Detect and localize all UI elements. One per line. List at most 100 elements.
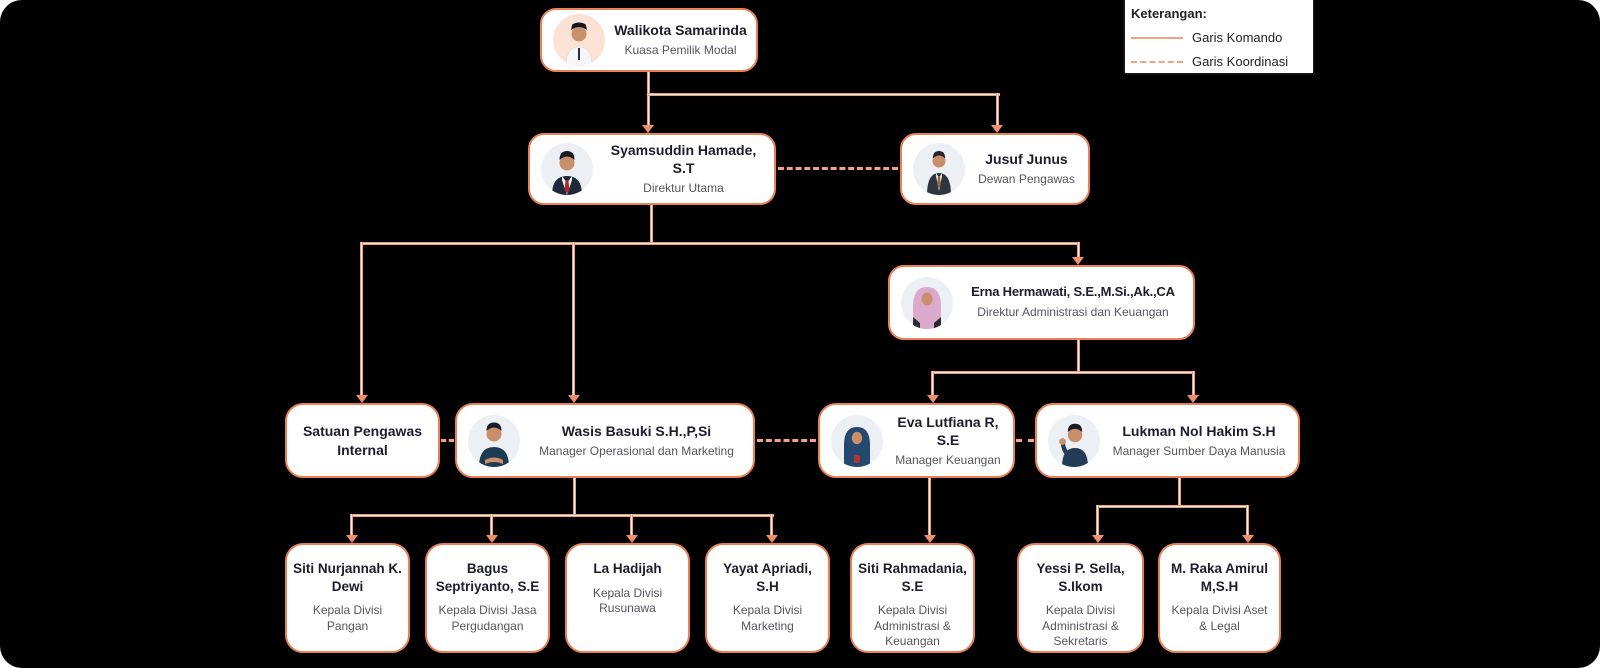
person-name: La Hadijah <box>593 561 662 576</box>
person-name: Yessi P. Sella, S.Ikom <box>1036 561 1125 594</box>
garis-komando-segment <box>996 93 999 125</box>
garis-komando-segment <box>360 242 1080 245</box>
arrow-down-icon <box>1072 257 1084 265</box>
org-node-kepala-divisi-pangan: Siti Nurjannah K. Dewi Kepala Divisi Pan… <box>285 543 410 653</box>
person-name: Walikota Samarinda <box>614 22 747 39</box>
org-node-kepala-divisi-marketing: Yayat Apriadi, S.H Kepala Divisi Marketi… <box>705 543 830 653</box>
legend-label: Garis Koordinasi <box>1192 54 1289 69</box>
arrow-down-icon <box>486 535 498 543</box>
arrow-down-icon <box>642 125 654 133</box>
person-role: Manager Keuangan <box>895 452 1001 467</box>
person-name: Syamsuddin Hamade, S.T <box>610 142 757 177</box>
legend-label: Garis Komando <box>1192 30 1283 45</box>
org-node-direktur-utama: Syamsuddin Hamade, S.T Direktur Utama <box>528 133 776 205</box>
solid-line-icon <box>1131 36 1183 39</box>
unit-name: Satuan Pengawas Internal <box>302 423 423 458</box>
garis-komando-segment <box>770 514 773 536</box>
org-node-satuan-pengawas-internal: Satuan Pengawas Internal <box>285 403 440 478</box>
garis-komando-segment <box>1077 242 1080 258</box>
person-photo-dewan-pengawas <box>913 143 965 195</box>
arrow-down-icon <box>991 125 1003 133</box>
person-name: Eva Lutfiana R, S.E <box>897 413 999 448</box>
person-photo-direktur-utama <box>541 143 593 195</box>
person-role: Manager Operasional dan Marketing <box>539 443 734 458</box>
person-photo-direktur-administrasi <box>901 276 953 329</box>
person-photo-manager-operasional <box>468 414 520 467</box>
arrow-down-icon <box>927 395 939 403</box>
arrow-down-icon <box>568 395 580 403</box>
garis-komando-segment <box>647 93 1000 96</box>
org-node-manager-keuangan: Eva Lutfiana R, S.E Manager Keuangan <box>818 403 1015 478</box>
garis-komando-segment <box>350 514 774 517</box>
person-role: Kepala Divisi Rusunawa <box>592 585 663 616</box>
org-node-dewan-pengawas: Jusuf Junus Dewan Pengawas <box>900 133 1090 205</box>
garis-koordinasi-segment <box>1016 439 1034 442</box>
arrow-down-icon <box>766 535 778 543</box>
arrow-down-icon <box>356 395 368 403</box>
person-photo-walikota <box>553 14 605 66</box>
person-role: Manager Sumber Daya Manusia <box>1112 443 1286 458</box>
person-name: Erna Hermawati, S.E.,M.Si.,Ak.,CA <box>971 284 1175 300</box>
garis-komando-segment <box>630 514 633 536</box>
person-name: Wasis Basuki S.H.,P,Si <box>561 422 712 439</box>
person-name: M. Raka Amirul M,S.H <box>1170 561 1269 594</box>
person-texts: Eva Lutfiana R, S.E Manager Keuangan <box>883 413 1013 469</box>
arrow-down-icon <box>1187 395 1199 403</box>
garis-komando-segment <box>572 242 575 395</box>
org-node-kepala-divisi-administrasi-keuangan: Siti Rahmadania, S.E Kepala Divisi Admin… <box>850 543 975 653</box>
person-photo-manager-sdm <box>1048 414 1100 467</box>
person-role: Kepala Divisi Aset & Legal <box>1171 603 1268 633</box>
garis-komando-segment <box>928 478 931 536</box>
person-role: Direktur Administrasi dan Keuangan <box>977 305 1169 320</box>
dashed-line-icon <box>1131 60 1183 63</box>
legend-item-koordinasi: Garis Koordinasi <box>1131 54 1313 69</box>
garis-komando-segment <box>573 478 576 514</box>
org-node-kepala-divisi-jasa-pergudangan: Bagus Septriyanto, S.E Kepala Divisi Jas… <box>425 543 550 653</box>
garis-komando-segment <box>647 72 650 126</box>
legend-item-komando: Garis Komando <box>1131 30 1313 45</box>
person-role: Kepala Divisi Jasa Pergudangan <box>438 603 537 633</box>
garis-komando-segment <box>1096 505 1249 508</box>
garis-komando-segment <box>1178 478 1181 505</box>
person-name: Bagus Septriyanto, S.E <box>435 561 540 594</box>
legend-box: Keterangan: Garis Komando Garis Koordina… <box>1125 0 1313 73</box>
person-texts: Syamsuddin Hamade, S.T Direktur Utama <box>593 141 774 197</box>
arrow-down-icon <box>346 535 358 543</box>
arrow-down-icon <box>1092 535 1104 543</box>
person-texts: Walikota Samarinda Kuasa Pemilik Modal <box>605 21 756 59</box>
org-node-manager-operasional-marketing: Wasis Basuki S.H.,P,Si Manager Operasion… <box>455 403 755 478</box>
garis-komando-segment <box>931 371 934 396</box>
garis-komando-segment <box>350 514 353 536</box>
garis-komando-segment <box>1246 505 1249 536</box>
person-name: Yayat Apriadi, S.H <box>723 561 812 594</box>
garis-komando-segment <box>1077 340 1080 371</box>
person-role: Kepala Divisi Administrasi & Sekretaris <box>1042 603 1119 649</box>
garis-koordinasi-segment <box>441 439 454 442</box>
person-texts: Erna Hermawati, S.E.,M.Si.,Ak.,CA Direkt… <box>953 284 1193 320</box>
org-node-direktur-administrasi-keuangan: Erna Hermawati, S.E.,M.Si.,Ak.,CA Direkt… <box>888 265 1195 340</box>
person-photo-manager-keuangan <box>831 414 883 467</box>
garis-koordinasi-segment <box>778 167 898 170</box>
arrow-down-icon <box>1242 535 1254 543</box>
garis-koordinasi-segment <box>757 439 816 442</box>
person-texts: Wasis Basuki S.H.,P,Si Manager Operasion… <box>520 422 753 460</box>
garis-komando-segment <box>490 514 493 536</box>
person-role: Kepala Divisi Marketing <box>732 603 803 633</box>
arrow-down-icon <box>626 535 638 543</box>
org-node-manager-sdm: Lukman Nol Hakim S.H Manager Sumber Daya… <box>1035 403 1300 478</box>
garis-komando-segment <box>1192 371 1195 396</box>
person-texts: Satuan Pengawas Internal <box>287 422 438 458</box>
person-role: Kepala Divisi Administrasi & Keuangan <box>874 603 951 649</box>
arrow-down-icon <box>924 535 936 543</box>
person-name: Lukman Nol Hakim S.H <box>1122 422 1276 439</box>
org-node-kepala-divisi-administrasi-sekretaris: Yessi P. Sella, S.Ikom Kepala Divisi Adm… <box>1017 543 1144 653</box>
garis-komando-segment <box>650 205 653 242</box>
person-name: Siti Nurjannah K. Dewi <box>293 561 402 594</box>
garis-komando-segment <box>360 242 363 395</box>
org-node-kepala-divisi-rusunawa: La Hadijah Kepala Divisi Rusunawa <box>565 543 690 653</box>
legend-title: Keterangan: <box>1131 6 1207 21</box>
org-node-walikota-samarinda: Walikota Samarinda Kuasa Pemilik Modal <box>540 8 758 72</box>
person-role: Kepala Divisi Pangan <box>312 603 383 633</box>
person-name: Siti Rahmadania, S.E <box>858 561 967 594</box>
